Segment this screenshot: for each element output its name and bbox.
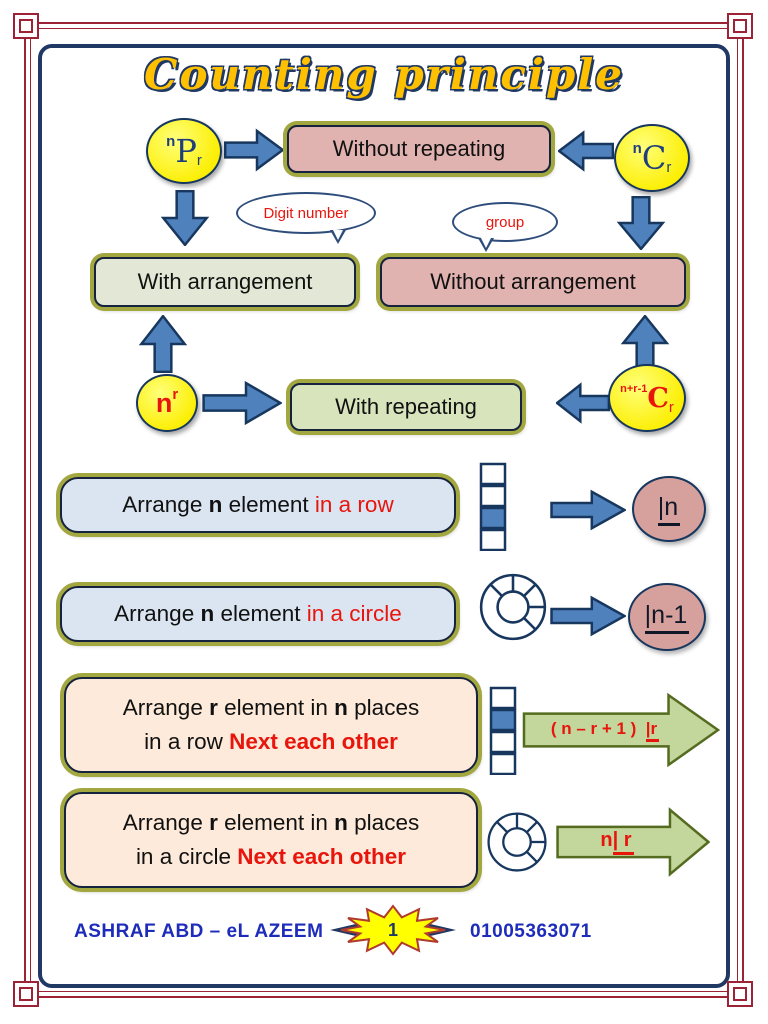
npr-subscript: r [196, 151, 202, 169]
page-number-starburst: 1 [328, 904, 458, 956]
ncr-subscript: r [666, 158, 672, 176]
box-without-repeating: Without repeating [287, 125, 551, 173]
row-cells-icon [477, 461, 509, 551]
phone-number: 01005363071 [470, 921, 592, 942]
arrow-down-icon [160, 190, 210, 246]
formula-circle-result: n| r [562, 829, 672, 855]
bubble-digit-number-label: Digit number [263, 204, 349, 222]
factorial-n: |n [657, 493, 681, 526]
factorial-r: | r [612, 829, 634, 855]
bubble-group-label: group [485, 213, 525, 231]
nr1cr-subscript: r [668, 398, 674, 416]
author-name: ASHRAF ABD – eL AZEEM [74, 921, 324, 942]
nr-superscript: r [172, 385, 179, 403]
rule-box-r-in-n-row: Arrange r element in n places in a row N… [64, 677, 478, 773]
rule-box-arrange-n-row: Arrange n element in a row [60, 477, 456, 533]
formula-row-result: ( n – r + 1 ) |r [524, 719, 686, 742]
green-formula-arrow-circle: n| r [556, 806, 710, 878]
rule-r-in-n-row-line1: Arrange r element in n places [122, 695, 420, 721]
nr1cr-superscript: n+r-1 [620, 383, 648, 395]
arrow-down-icon [616, 196, 666, 250]
circle-arrangement-icon [476, 570, 550, 644]
green-formula-arrow-row: ( n – r + 1 ) |r [522, 691, 720, 769]
arrow-right-icon [202, 380, 282, 426]
speech-bubble-group: group [452, 202, 558, 252]
box-with-arrangement-label: With arrangement [137, 269, 313, 294]
box-with-repeating-label: With repeating [335, 394, 477, 419]
rule-box-arrange-n-circle: Arrange n element in a circle [60, 586, 456, 642]
rule-box-r-in-n-circle: Arrange r element in n places in a circl… [64, 792, 478, 888]
factorial-n-minus-1: |n-1 [644, 601, 690, 634]
page-number: 1 [387, 919, 398, 940]
page-title: Counting principle [144, 50, 624, 99]
corner-ornament-bottom-left [13, 981, 39, 1007]
arrow-left-icon [558, 130, 614, 172]
rule-r-in-n-circle-line1: Arrange r element in n places [122, 810, 420, 836]
box-with-repeating: With repeating [290, 383, 522, 431]
formula-circle-pre: n [600, 829, 613, 851]
npr-letter: P [175, 132, 197, 170]
ncr-superscript: n [632, 139, 642, 157]
bubble-tail [478, 237, 494, 252]
arrow-right-icon [550, 595, 626, 637]
arrow-up-icon [138, 315, 188, 373]
ncr-letter: C [641, 139, 667, 177]
circle-arrangement-icon [484, 809, 550, 875]
arrow-up-icon [620, 315, 670, 371]
row-cells-icon [487, 685, 519, 775]
bubble-tail [330, 229, 346, 244]
arrow-right-icon [224, 128, 284, 172]
rule-r-in-n-row-line2: in a row Next each other [144, 729, 398, 754]
box-with-arrangement: With arrangement [94, 257, 356, 307]
arrow-left-icon [556, 382, 610, 424]
arrow-right-icon [550, 489, 626, 531]
corner-ornament-top-left [13, 13, 39, 39]
box-without-arrangement: Without arrangement [380, 257, 686, 307]
box-without-arrangement-label: Without arrangement [430, 269, 636, 294]
nr-base: n [155, 387, 173, 418]
rule-text-arrange-n-circle: Arrange n element in a circle [114, 601, 402, 627]
formula-row-pre: ( n – r + 1 ) [550, 719, 637, 738]
corner-ornament-bottom-right [727, 981, 753, 1007]
speech-bubble-digit-number: Digit number [236, 192, 376, 244]
corner-ornament-top-right [727, 13, 753, 39]
box-without-repeating-label: Without repeating [332, 136, 506, 161]
npr-superscript: n [166, 132, 176, 150]
result-circle-factorial-n: |n [632, 476, 706, 542]
rule-text-arrange-n-row: Arrange n element in a row [122, 492, 394, 518]
result-circle-factorial-n-minus-1: |n-1 [628, 583, 706, 651]
nr1cr-letter: C [647, 382, 669, 414]
factorial-r: |r [645, 719, 660, 742]
rule-r-in-n-circle-line2: in a circle Next each other [135, 844, 407, 869]
